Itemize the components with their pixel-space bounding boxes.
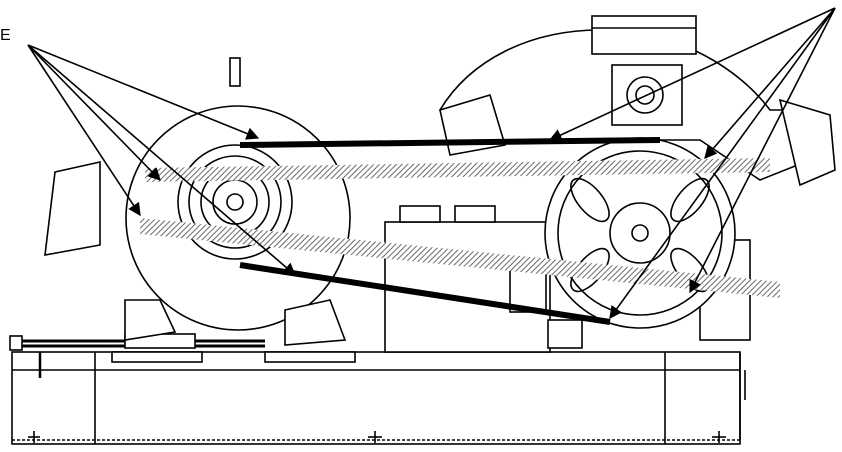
motor (44, 57, 356, 363)
callout-label-left: E (0, 27, 11, 44)
callout-arrows (27, 7, 836, 320)
compressor (384, 15, 836, 353)
v-belts (140, 137, 780, 325)
base-frame (11, 351, 746, 445)
